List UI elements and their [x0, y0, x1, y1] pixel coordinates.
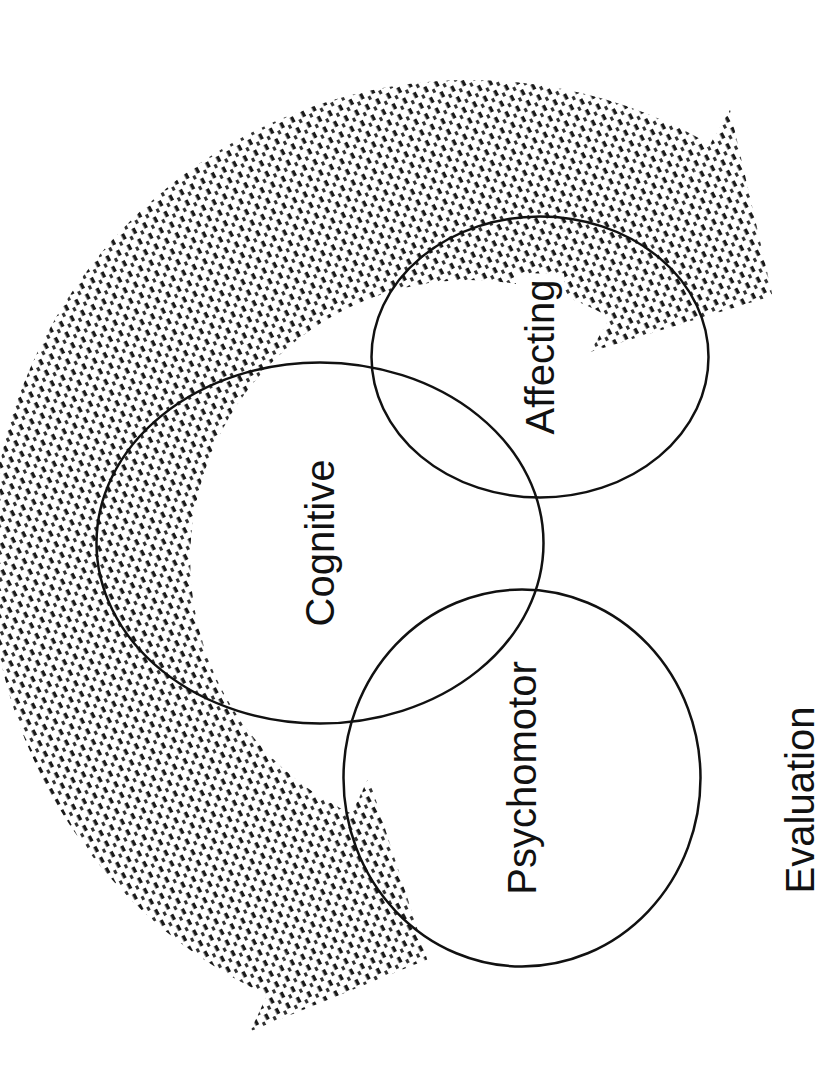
domain-circle: Cognitive — [95, 361, 545, 725]
domain-circle: Psychomotor — [342, 588, 702, 968]
text-holder: Psychomotor — [498, 655, 546, 900]
circle-line — [372, 217, 709, 498]
domain-name: Affecting — [516, 274, 564, 441]
circle-line — [97, 363, 544, 724]
text-holder: Affecting — [516, 274, 564, 441]
domain-circle: Affecting — [370, 215, 710, 499]
caption-label: Evaluation — [776, 701, 824, 900]
hatched-band — [90, 180, 660, 904]
domain-name: Cognitive — [296, 454, 344, 633]
circle-line — [344, 590, 701, 967]
text-holder: Cognitive — [296, 454, 344, 633]
arrow-head — [250, 778, 427, 1032]
domain-name: Psychomotor — [498, 655, 546, 900]
